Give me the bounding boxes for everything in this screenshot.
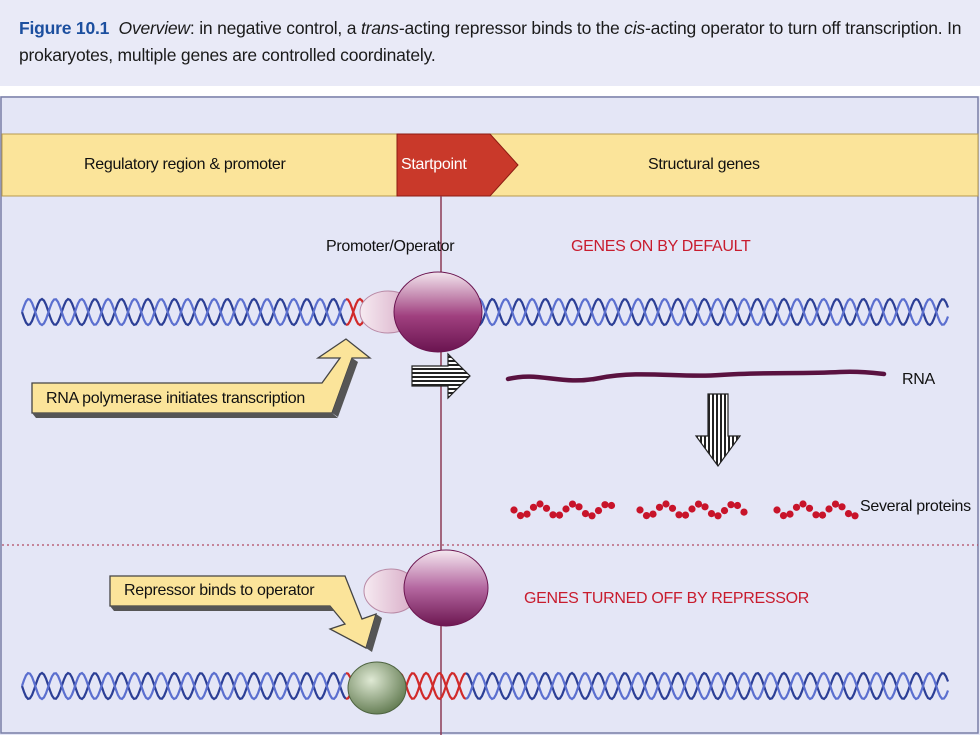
protein-bead <box>516 512 525 520</box>
protein-bead <box>536 500 544 508</box>
dna-helix-top <box>20 297 950 327</box>
protein-bead <box>792 503 801 511</box>
protein-bead <box>773 506 781 514</box>
diagram-border <box>0 96 979 734</box>
protein-bead <box>675 511 683 519</box>
promoter-operator-label: Promoter/Operator <box>326 238 455 255</box>
caption-text-1: : in negative control, a <box>189 18 361 38</box>
caption-box: Figure 10.1 Overview: in negative contro… <box>0 0 980 86</box>
proteins <box>510 500 859 520</box>
protein-bead <box>688 505 696 513</box>
protein-bead <box>510 506 518 514</box>
protein-bead <box>649 510 657 518</box>
protein-bead <box>601 501 609 509</box>
protein-bead <box>568 500 577 508</box>
caption-cis: cis <box>624 18 645 38</box>
figure-label: Figure 10.1 <box>19 18 110 38</box>
protein-bead <box>805 504 814 512</box>
protein-bead <box>607 501 616 510</box>
protein-bead <box>740 508 748 516</box>
dna-strand <box>20 671 347 701</box>
protein-bead <box>555 511 564 519</box>
protein-bead <box>542 504 551 512</box>
protein-bead <box>575 503 583 511</box>
protein-bead <box>662 500 670 508</box>
protein-bead <box>642 512 651 520</box>
protein-bead <box>668 504 677 512</box>
repressor-label: Repressor binds to operator <box>124 582 315 599</box>
polymerase-label: RNA polymerase initiates transcription <box>46 390 305 407</box>
protein-bead <box>694 500 703 508</box>
dna-strand <box>20 671 347 701</box>
protein-bead <box>851 512 859 520</box>
dna-strand <box>20 297 347 327</box>
startpoint-arrow <box>396 133 519 197</box>
protein-bead <box>825 505 833 513</box>
protein-bead <box>733 501 742 510</box>
diagram-svg <box>0 96 979 735</box>
protein-bead <box>779 512 788 520</box>
caption-trans: trans <box>360 18 399 38</box>
dna-strand <box>465 671 950 701</box>
repressor <box>363 549 489 627</box>
protein-bead <box>655 503 664 511</box>
protein-bead <box>818 511 827 519</box>
caption-overview: Overview <box>118 18 191 38</box>
protein-bead <box>707 510 716 518</box>
transcription-arrow <box>411 352 471 400</box>
rna-label: RNA <box>902 371 935 388</box>
protein-bead <box>523 510 531 518</box>
protein-bead <box>581 510 590 518</box>
header-startpoint-label: Startpoint <box>401 156 467 173</box>
protein-bead <box>720 507 729 515</box>
genes-off-label: GENES TURNED OFF BY REPRESSOR <box>524 590 809 607</box>
protein-bead <box>549 511 557 519</box>
figure-caption: Figure 10.1 Overview: in negative contro… <box>19 15 969 69</box>
protein-bead <box>838 503 846 511</box>
diagram-panel: Regulatory region & promoter Startpoint … <box>0 96 980 735</box>
caption-text-3: -acting operator to turn off transcripti… <box>19 18 962 65</box>
dna-strand <box>465 297 950 327</box>
protein-bead <box>594 507 603 515</box>
caption-text-2: -acting repressor binds to the <box>398 18 625 38</box>
rna-polymerase <box>359 271 483 353</box>
protein-bead <box>636 506 644 514</box>
genes-on-label: GENES ON BY DEFAULT <box>571 238 751 255</box>
protein-bead <box>831 500 840 508</box>
dna-strand <box>465 297 950 327</box>
dna-helix-bottom <box>20 671 950 701</box>
rna-strand <box>505 369 887 383</box>
header-structural-label: Structural genes <box>648 156 760 173</box>
protein-bead <box>727 501 735 509</box>
protein-bead <box>701 503 709 511</box>
translation-arrow <box>694 393 742 468</box>
protein-bead <box>562 505 570 513</box>
protein-bead <box>529 503 538 511</box>
protein-bead <box>714 512 722 520</box>
protein-bead <box>681 511 690 519</box>
operator-site <box>347 661 407 715</box>
protein-bead <box>588 512 596 520</box>
protein-bead <box>844 510 853 518</box>
header-regulatory-label: Regulatory region & promoter <box>84 156 286 173</box>
proteins-label: Several proteins <box>860 498 971 515</box>
protein-bead <box>812 511 820 519</box>
protein-bead <box>786 510 794 518</box>
dna-strand <box>465 671 950 701</box>
dna-strand <box>20 297 347 327</box>
protein-bead <box>799 500 807 508</box>
